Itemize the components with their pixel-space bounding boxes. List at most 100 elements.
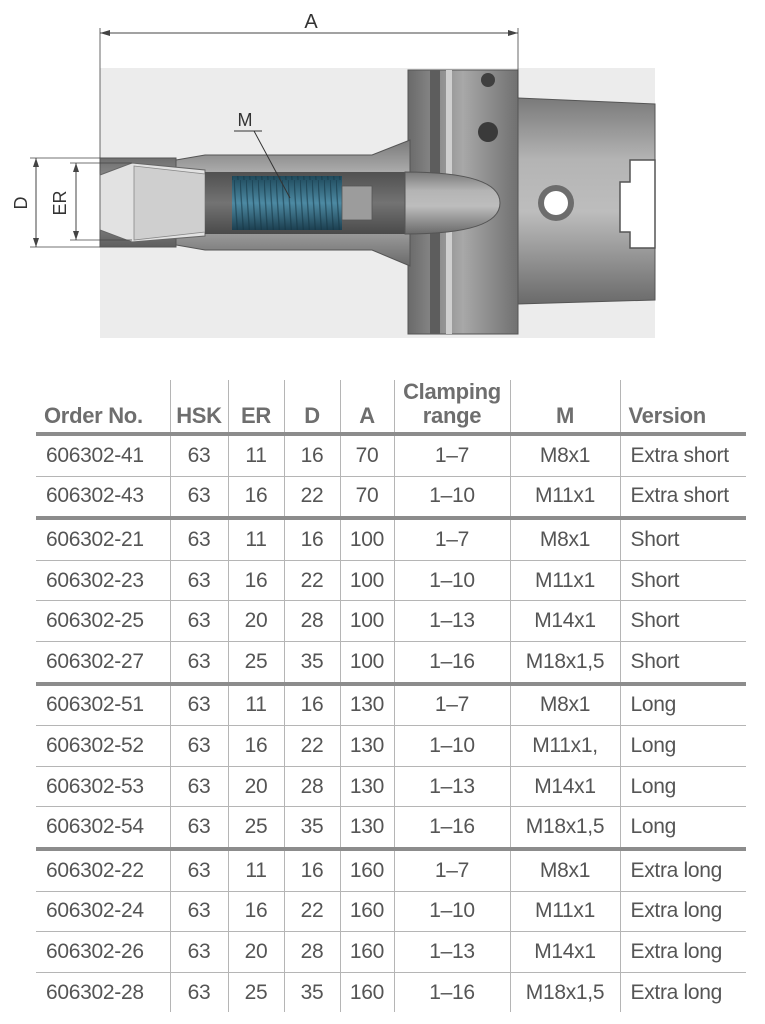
cell-version: Long (619, 766, 746, 808)
cell-d: 22 (283, 891, 340, 933)
cell-a: 100 (339, 600, 394, 642)
cell-er: 11 (227, 434, 284, 477)
cell-order-no: 606302-23 (36, 560, 170, 602)
cell-hsk: 63 (169, 725, 228, 767)
cell-a: 70 (339, 434, 394, 477)
tool-holder-drawing: A M D ER (11, 11, 656, 338)
cell-d: 16 (283, 848, 340, 892)
drive-slot (619, 159, 656, 249)
cell-m: M11x1 (509, 560, 620, 602)
cell-er: 20 (227, 600, 284, 642)
header-d: D (283, 380, 340, 436)
cell-clamping-range: 1–13 (393, 931, 510, 973)
dimension-a-arrow-right (508, 30, 518, 36)
header-a: A (339, 380, 394, 436)
cell-er: 25 (227, 641, 284, 686)
cell-m: M14x1 (509, 931, 620, 973)
header-version: Version (619, 380, 746, 436)
cell-er: 20 (227, 766, 284, 808)
cell-version: Long (619, 725, 746, 767)
cell-order-no: 606302-22 (36, 848, 170, 892)
cell-clamping-range: 1–7 (393, 683, 510, 727)
cell-m: M11x1 (509, 476, 620, 521)
cell-er: 16 (227, 476, 284, 521)
cell-clamping-range: 1–7 (393, 848, 510, 892)
cell-clamping-range: 1–16 (393, 641, 510, 686)
cell-m: M8x1 (509, 518, 620, 561)
cell-clamping-range: 1–13 (393, 766, 510, 808)
cell-er: 16 (227, 560, 284, 602)
cell-m: M18x1,5 (509, 806, 620, 851)
cell-hsk: 63 (169, 848, 228, 892)
cell-version: Long (619, 683, 746, 727)
cell-m: M18x1,5 (509, 972, 620, 1013)
cell-a: 70 (339, 476, 394, 521)
cell-order-no: 606302-51 (36, 683, 170, 727)
cell-a: 100 (339, 560, 394, 602)
cell-er: 11 (227, 848, 284, 892)
cell-clamping-range: 1–10 (393, 891, 510, 933)
cell-version: Short (619, 641, 746, 686)
cell-m: M8x1 (509, 848, 620, 892)
cell-order-no: 606302-26 (36, 931, 170, 973)
setting-screw-thread (232, 176, 342, 230)
cell-d: 35 (283, 806, 340, 851)
cell-order-no: 606302-52 (36, 725, 170, 767)
cell-hsk: 63 (169, 972, 228, 1013)
flange-hole-top (481, 73, 495, 87)
cell-d: 22 (283, 725, 340, 767)
cell-a: 100 (339, 518, 394, 561)
dimension-d-label: D (11, 197, 31, 210)
cell-version: Long (619, 806, 746, 851)
cell-clamping-range: 1–10 (393, 560, 510, 602)
cell-hsk: 63 (169, 641, 228, 686)
dimension-a-label: A (304, 11, 318, 33)
cell-a: 160 (339, 848, 394, 892)
cell-hsk: 63 (169, 560, 228, 602)
cell-hsk: 63 (169, 891, 228, 933)
cell-hsk: 63 (169, 518, 228, 561)
dimension-er-label: ER (50, 190, 70, 215)
cell-hsk: 63 (169, 683, 228, 727)
cell-clamping-range: 1–16 (393, 972, 510, 1013)
cell-version: Short (619, 560, 746, 602)
cell-version: Short (619, 518, 746, 561)
cell-hsk: 63 (169, 806, 228, 851)
cell-a: 160 (339, 972, 394, 1013)
cell-clamping-range: 1–10 (393, 476, 510, 521)
cell-d: 16 (283, 683, 340, 727)
cell-a: 130 (339, 725, 394, 767)
cell-order-no: 606302-27 (36, 641, 170, 686)
cell-a: 160 (339, 931, 394, 973)
cell-d: 35 (283, 972, 340, 1013)
header-order-no: Order No. (36, 380, 170, 436)
cross-hole-inner (544, 191, 568, 215)
dimension-a-arrow-left (100, 30, 110, 36)
cell-clamping-range: 1–10 (393, 725, 510, 767)
cell-er: 16 (227, 891, 284, 933)
cell-d: 28 (283, 600, 340, 642)
cell-order-no: 606302-41 (36, 434, 170, 477)
cell-hsk: 63 (169, 766, 228, 808)
cell-version: Extra short (619, 434, 746, 477)
cell-hsk: 63 (169, 600, 228, 642)
cell-hsk: 63 (169, 476, 228, 521)
cell-m: M11x1 (509, 891, 620, 933)
header-clamping-line2: range (422, 403, 482, 428)
cell-version: Extra long (619, 931, 746, 973)
dimension-d-arrow-top (33, 158, 39, 167)
header-hsk: HSK (169, 380, 228, 436)
cell-order-no: 606302-54 (36, 806, 170, 851)
cell-clamping-range: 1–16 (393, 806, 510, 851)
header-clamping-range: Clamping range (393, 380, 510, 436)
dimension-m-label: M (238, 110, 253, 130)
